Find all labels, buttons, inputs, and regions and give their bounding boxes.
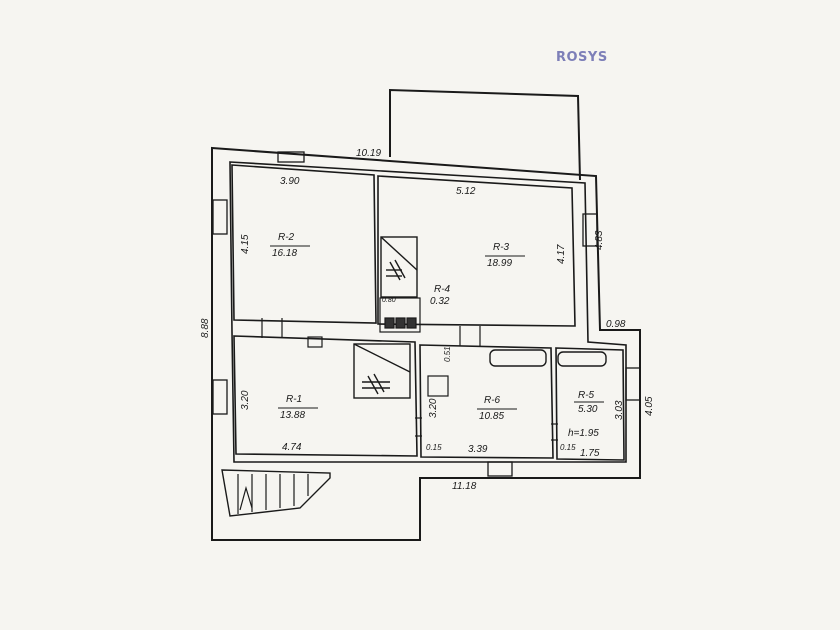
room-r6-outline: [419, 344, 554, 459]
room-r6-height: 3.20: [428, 398, 439, 418]
room-r5-wall: 0.15: [560, 443, 576, 452]
storage-r4: [379, 297, 421, 333]
room-r4-width: 0.80: [382, 297, 396, 304]
porch-outline: [221, 469, 331, 517]
dim-left-total: 8.88: [200, 318, 211, 338]
outer-wall: [211, 146, 641, 541]
room-r2-width: 3.90: [280, 176, 300, 187]
room-r2-height: 4.15: [240, 234, 251, 254]
room-r2-id: R-2: [278, 232, 295, 243]
fixture-r6: [427, 375, 449, 397]
stove-r3: [380, 236, 418, 298]
room-r3-id: R-3: [493, 242, 510, 253]
room-r3-width: 5.12: [456, 186, 476, 197]
windows: [212, 151, 641, 477]
room-r4-id: R-4: [434, 284, 451, 295]
room-r5-width: 1.75: [580, 448, 600, 459]
room-r5-area: 5.30: [578, 404, 598, 415]
stairs: [237, 474, 309, 514]
dim-right-annex: 4.83: [594, 230, 605, 250]
logo-text: ROSYS: [556, 50, 608, 65]
stove-r1: [353, 343, 411, 399]
dim-bottom-total: 11.18: [452, 481, 477, 492]
room-r3-height: 4.17: [556, 244, 567, 264]
room-r4-area: 0.32: [430, 296, 450, 307]
room-r1-width: 4.74: [282, 442, 302, 453]
room-r2-outline: [231, 164, 377, 324]
room-r1-area: 13.88: [280, 410, 305, 421]
room-r5-outline: [555, 347, 625, 461]
room-r1-outline: [233, 335, 418, 457]
dim-step-offset: 0.98: [606, 319, 626, 330]
room-r1-height: 3.20: [240, 390, 251, 410]
room-r3-area: 18.99: [487, 258, 512, 269]
room-r5-id: R-5: [578, 390, 595, 401]
room-r3-outline: [377, 175, 576, 327]
closet-r1: [307, 336, 323, 348]
room-r5-height: 3.03: [614, 400, 625, 420]
bathtub-r5: [557, 351, 607, 367]
room-r2-area: 16.18: [272, 248, 297, 259]
room-r6-width: 3.39: [468, 444, 488, 455]
dim-right-lower: 4.05: [644, 396, 655, 416]
annex-outline: [389, 88, 581, 181]
room-r6-wall: 0.15: [426, 443, 442, 452]
room-r6-bath-dim: 0.51: [443, 346, 452, 362]
room-r5-ceiling: h=1.95: [568, 428, 599, 439]
doors: [261, 318, 558, 441]
inner-wall: [229, 161, 627, 463]
room-r6-id: R-6: [484, 395, 501, 406]
room-r1-id: R-1: [286, 394, 302, 405]
room-r6-area: 10.85: [479, 411, 504, 422]
bathtub-r6: [489, 349, 547, 367]
dim-top-total: 10.19: [356, 148, 381, 159]
